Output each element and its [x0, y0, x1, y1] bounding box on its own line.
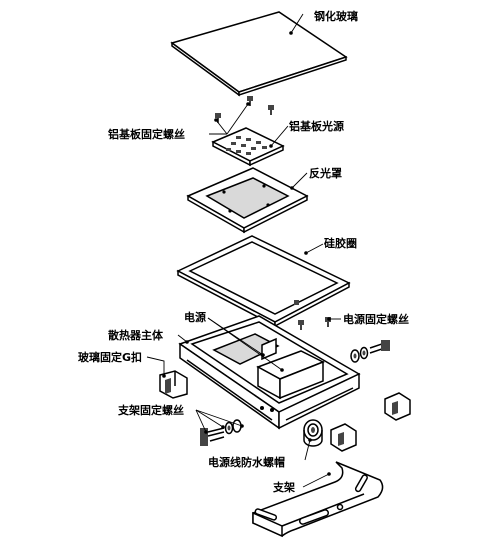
label-glass-clip: 玻璃固定G扣 [78, 350, 142, 364]
power-supply [256, 350, 325, 400]
label-bracket-screw: 支架固定螺丝 [117, 403, 184, 417]
bracket-screw-set [200, 419, 242, 446]
label-tempered-glass: 钢化玻璃 [314, 9, 358, 23]
mounting-bracket [252, 461, 384, 538]
glass-clip-left [159, 370, 188, 399]
label-heatsink-body: 散热器主体 [108, 328, 164, 342]
label-reflector: 反光罩 [309, 166, 342, 180]
glass-clip-right-bottom [330, 423, 357, 452]
label-silicone-gasket: 硅胶圈 [324, 236, 357, 250]
label-bracket: 支架 [272, 480, 295, 494]
pcb-light-source [211, 127, 285, 167]
power-supply-screws [298, 317, 331, 330]
label-pcb-light-source: 铝基板光源 [289, 119, 344, 133]
cable-gland [303, 419, 323, 447]
glass-clip-right-top [384, 392, 411, 421]
tempered-glass [170, 11, 348, 97]
label-cable-gland: 电源线防水螺帽 [208, 455, 285, 469]
leader-lines [146, 13, 341, 488]
labels: 钢化玻璃 铝基板固定螺丝 铝基板光源 反光罩 硅胶圈 电源 电源固定螺丝 散热器… [78, 9, 409, 494]
silicone-gasket [176, 235, 351, 328]
power-screw-set [350, 340, 390, 363]
reflector [186, 167, 309, 234]
label-power-supply: 电源 [184, 310, 206, 324]
label-power-screw: 电源固定螺丝 [343, 312, 409, 326]
label-pcb-screw: 铝基板固定螺丝 [108, 127, 185, 141]
